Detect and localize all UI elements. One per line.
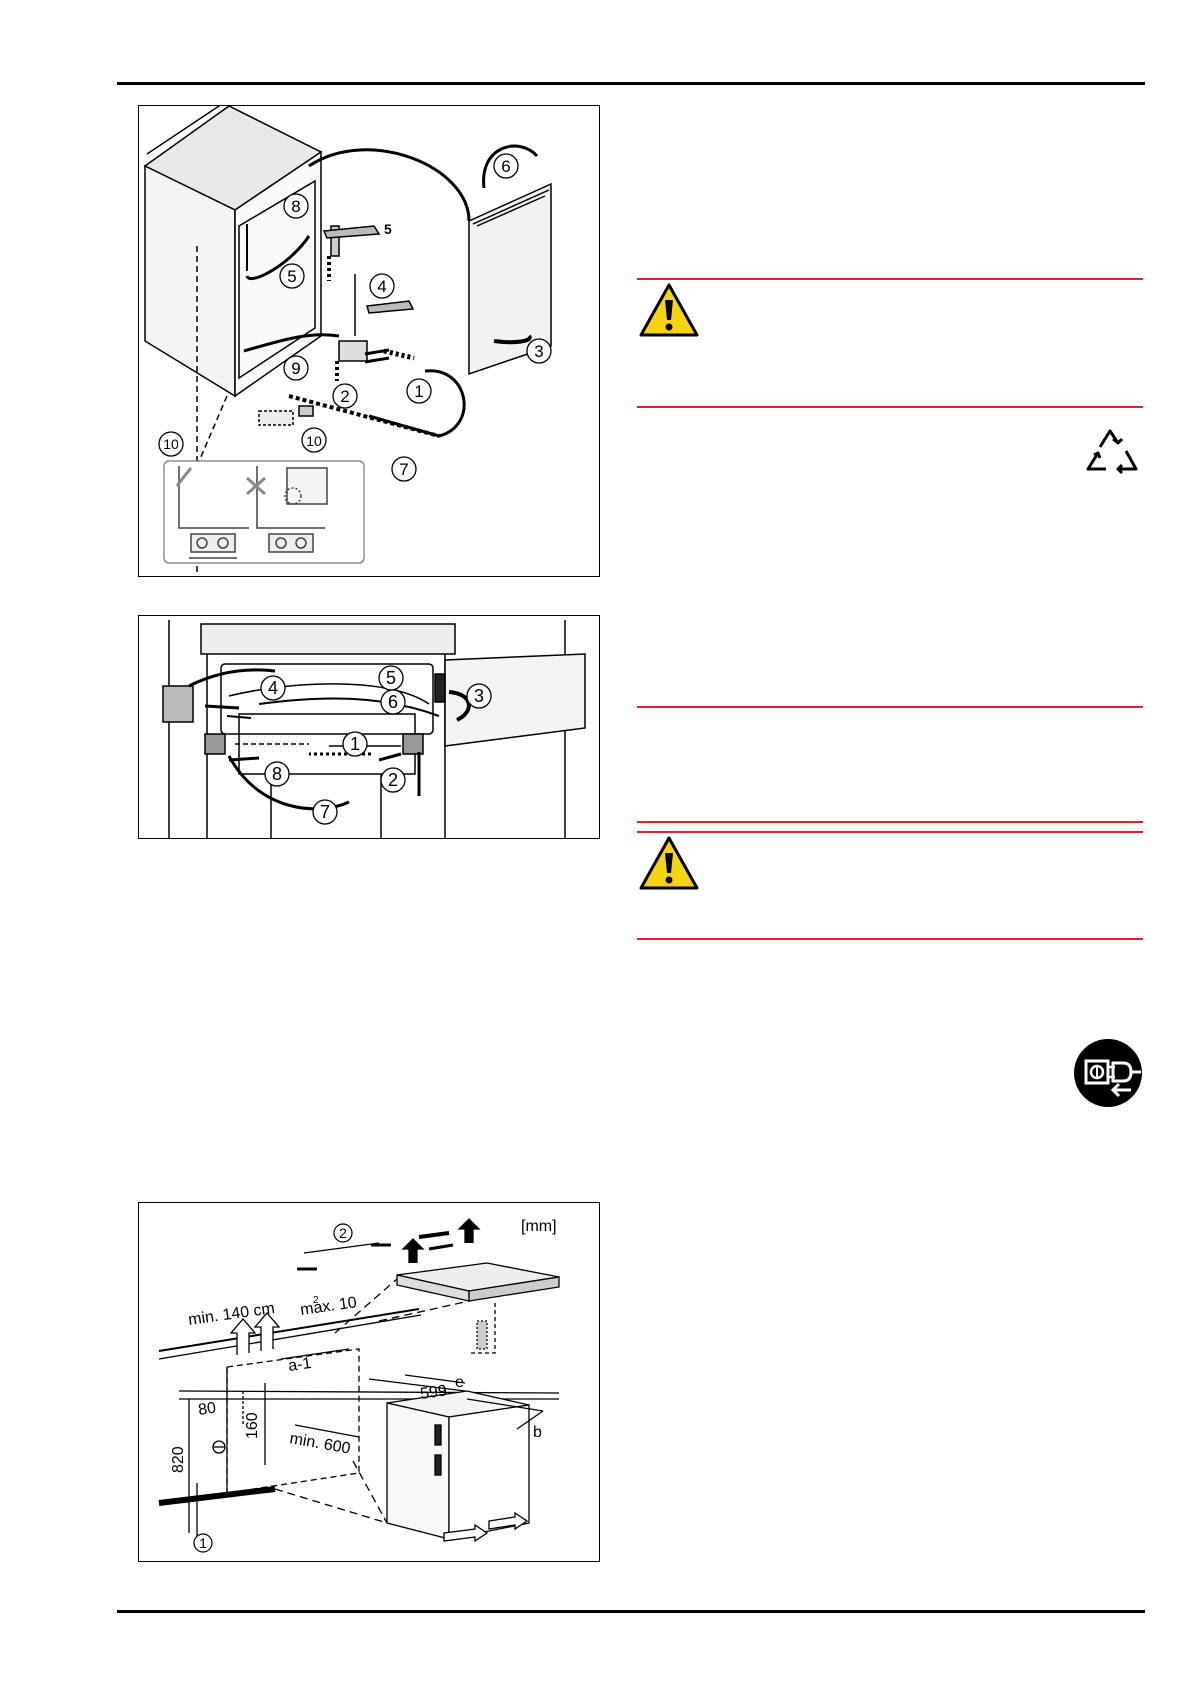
header-rule (117, 82, 1145, 85)
svg-text:6: 6 (388, 692, 398, 712)
fig3-dim-e: e (455, 1374, 464, 1391)
fig1-callout-2: 2 (332, 383, 358, 409)
fig3-dim-b: b (533, 1424, 542, 1441)
warning-1-bottom-line (637, 406, 1143, 408)
fig3-dim-820: 820 (170, 1446, 187, 1473)
figure-3-illustration: [mm] min. 140 cm 2 max. 10 a-1 599 e b 8… (158, 1218, 560, 1553)
fig2-callout-2: 2 (380, 767, 406, 793)
warning-triangle-icon (639, 283, 699, 337)
figure-2-illustration: 4 5 6 3 1 8 2 7 (162, 620, 586, 838)
warning-2-bottom-line (637, 938, 1143, 940)
svg-text:4: 4 (268, 678, 278, 698)
fig3-dim-160: 160 (244, 1412, 261, 1439)
svg-text:2: 2 (340, 387, 349, 406)
svg-text:10: 10 (306, 433, 322, 449)
fig3-unit-label: [mm] (521, 1218, 557, 1235)
svg-text:9: 9 (291, 359, 300, 378)
fig3-max-gap: max. 10 (299, 1294, 358, 1319)
fig3-vent-area-sup: 2 (313, 1295, 319, 1306)
svg-text:2: 2 (388, 770, 398, 790)
figure-door-hinge-reversal: 8 5 4 6 3 9 2 1 10 7 5 10 (138, 105, 600, 577)
figure-1-illustration: 8 5 4 6 3 9 2 1 10 7 5 10 (143, 106, 552, 576)
warning-triangle-icon (639, 836, 699, 890)
fig2-callout-6: 6 (380, 689, 406, 715)
svg-text:1: 1 (414, 382, 423, 401)
fig2-callout-7: 7 (312, 799, 338, 825)
figure-installation-dimensions: [mm] min. 140 cm 2 max. 10 a-1 599 e b 8… (138, 1202, 600, 1562)
fig1-callout-10: 10 (301, 427, 327, 453)
fig1-callout-5: 5 (279, 263, 305, 289)
fig3-callout-2: 2 (333, 1223, 353, 1243)
warning-1-top-line (637, 278, 1143, 280)
svg-text:8: 8 (272, 764, 282, 784)
svg-text:1: 1 (199, 1535, 207, 1551)
fig1-callout-9: 9 (283, 355, 309, 381)
fig2-callout-5: 5 (378, 665, 404, 691)
svg-text:10: 10 (163, 436, 179, 452)
svg-text:2: 2 (339, 1225, 347, 1241)
fig1-wrench-size: 5 (384, 221, 392, 237)
svg-text:1: 1 (350, 734, 360, 754)
svg-text:5: 5 (287, 267, 296, 286)
figure-hinge-swap: 4 5 6 3 1 8 2 7 (138, 615, 600, 839)
fig2-callout-1: 1 (342, 731, 368, 757)
fig1-callout-6: 6 (493, 153, 519, 179)
fig3-dim-a: a-1 (287, 1355, 312, 1375)
warning-2-top-line-b (637, 831, 1143, 833)
fig1-callout-1: 1 (406, 378, 432, 404)
fig2-callout-4: 4 (260, 675, 286, 701)
svg-text:4: 4 (377, 277, 386, 296)
footer-rule (117, 1610, 1145, 1613)
fig1-callout-7: 7 (391, 456, 417, 482)
unplug-mains-icon (1074, 1039, 1142, 1107)
fig3-dim-599: 599 (419, 1382, 448, 1403)
fig1-callout-3: 3 (526, 338, 552, 364)
recycling-icon (1086, 429, 1138, 475)
fig1-callout-4: 4 (369, 273, 395, 299)
fig2-callout-8: 8 (264, 761, 290, 787)
fig2-callout-3: 3 (466, 683, 492, 709)
svg-text:7: 7 (320, 802, 330, 822)
svg-text:8: 8 (291, 197, 300, 216)
warning-2-top-line-a (637, 821, 1143, 823)
svg-text:3: 3 (534, 342, 543, 361)
fig1-callout-8: 8 (283, 193, 309, 219)
note-top-line (637, 706, 1143, 708)
fig3-callout-1: 1 (193, 1533, 213, 1553)
svg-text:5: 5 (386, 668, 396, 688)
fig3-dim-80: 80 (197, 1400, 217, 1419)
fig1-inset: 10 (158, 431, 365, 564)
svg-text:6: 6 (501, 157, 510, 176)
svg-text:3: 3 (474, 686, 484, 706)
svg-text:7: 7 (399, 460, 408, 479)
